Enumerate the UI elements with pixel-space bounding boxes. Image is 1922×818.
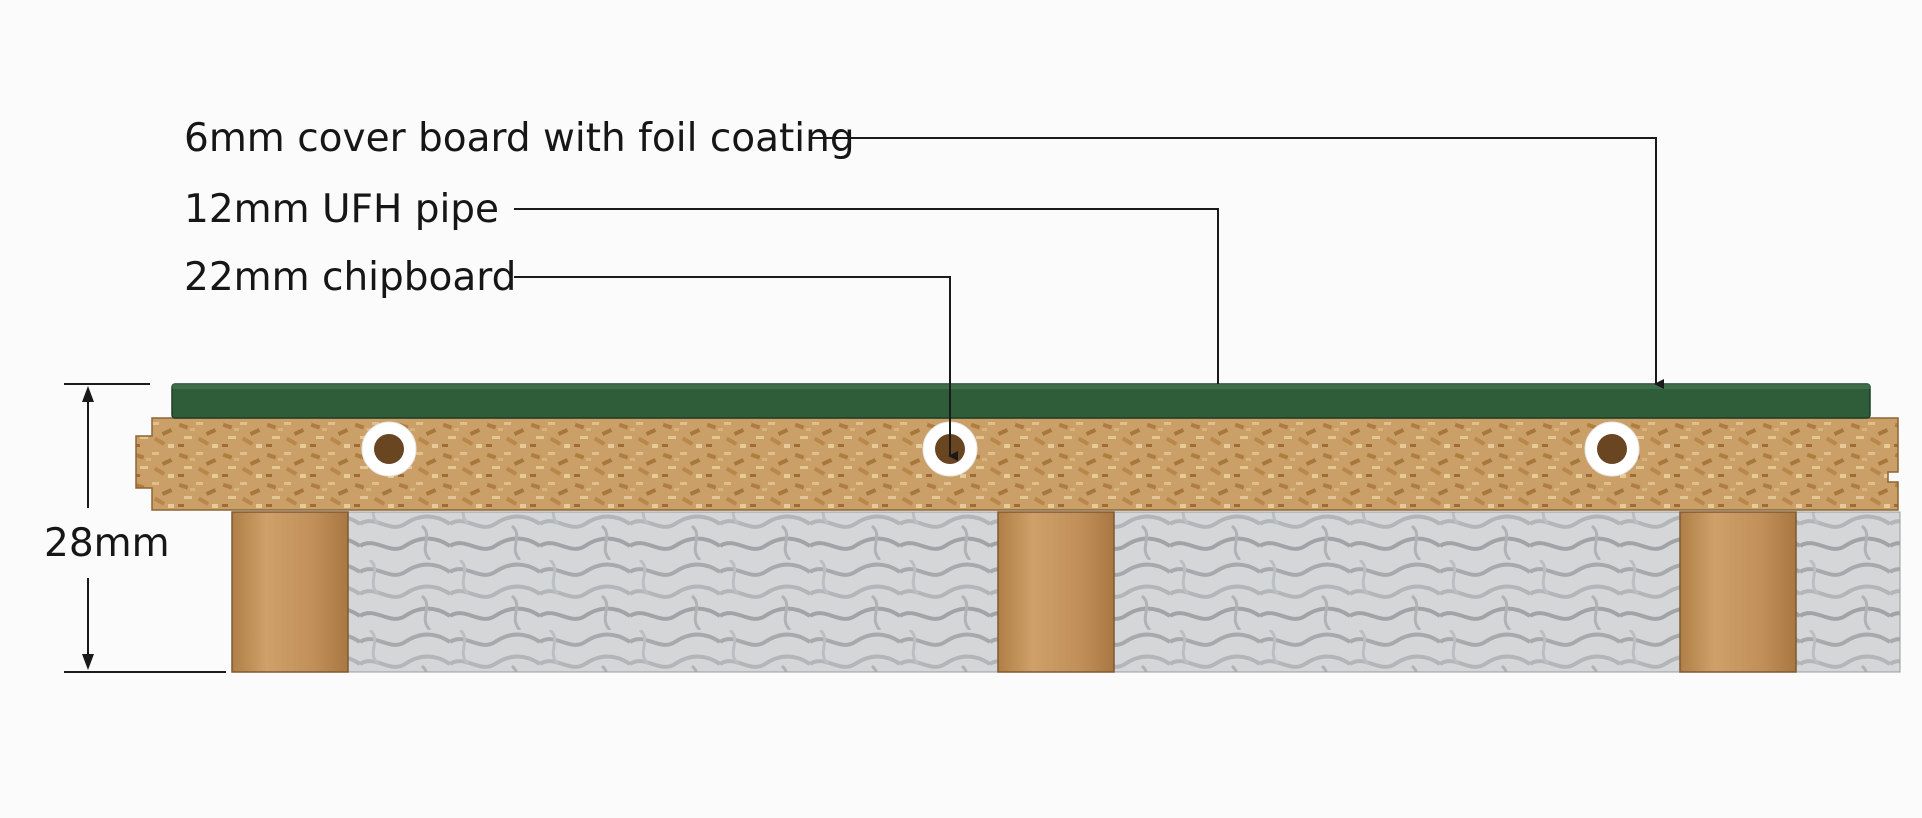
ufh-pipe-3 [1584,421,1640,477]
cover-board-layer [171,383,1871,419]
callout-chipboard: 22mm chipboard [184,255,517,300]
ufh-pipe-1 [361,421,417,477]
chipboard-layer [135,417,1899,511]
dimension-label: 28mm [44,521,170,566]
timber-joist-3 [1679,511,1797,673]
dimension-arrow-up [82,386,94,402]
timber-joist-1 [231,511,349,673]
timber-joist-2 [997,511,1115,673]
leader-line-chipboard [514,276,958,461]
callout-cover-board: 6mm cover board with foil coating [184,116,855,161]
leader-line-ufh-pipe [514,208,1219,384]
callout-ufh-pipe: 12mm UFH pipe [184,187,500,232]
dimension-arrow-down [82,654,94,670]
leader-line-cover-board [810,137,1664,389]
